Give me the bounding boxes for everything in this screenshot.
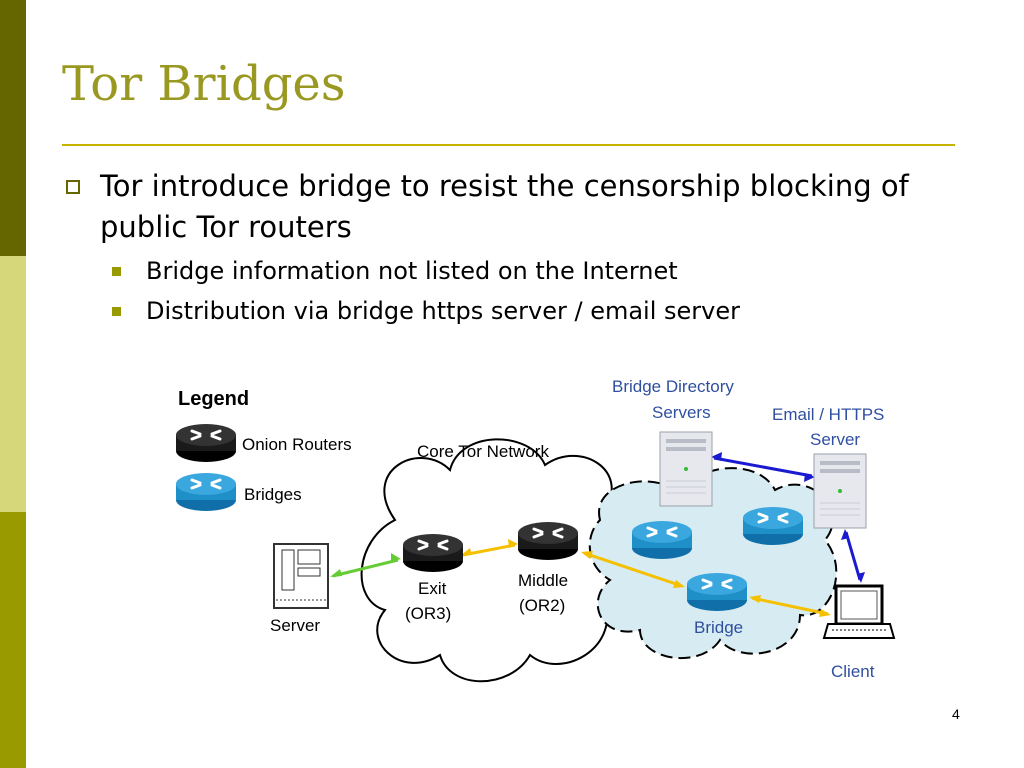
- main-bullet-text: Tor introduce bridge to resist the censo…: [100, 169, 909, 244]
- arrow-email-client: [841, 529, 865, 583]
- sub-bullet-2: Distribution via bridge https server / e…: [112, 296, 932, 326]
- bridge-directory-label-line2: Servers: [652, 403, 711, 422]
- middle-label-line1: Middle: [518, 571, 568, 590]
- legend-bridges-label: Bridges: [244, 485, 302, 504]
- web-server-icon: [273, 543, 329, 609]
- bridge-router-icon: [630, 519, 694, 561]
- client-label: Client: [831, 662, 875, 681]
- page-number: 4: [952, 706, 960, 722]
- core-network-cloud: [360, 438, 633, 683]
- arrow-server-exit: [330, 553, 401, 578]
- sub-bullet-1: Bridge information not listed on the Int…: [112, 256, 932, 286]
- slide-title: Tor Bridges: [62, 56, 346, 112]
- email-https-label-line1: Email / HTTPS: [772, 405, 884, 424]
- email-https-server-icon: [813, 453, 867, 529]
- middle-router-icon: [516, 520, 580, 562]
- sidebar-band-dark: [0, 0, 26, 256]
- square-bullet-icon: [112, 307, 121, 316]
- legend-onion-routers-label: Onion Routers: [242, 435, 352, 454]
- exit-label-line2: (OR3): [405, 604, 451, 623]
- hollow-square-bullet-icon: [66, 180, 80, 194]
- bridge-directory-label-line1: Bridge Directory: [612, 377, 734, 396]
- email-https-label-line2: Server: [810, 430, 860, 449]
- sub-bullet-text: Bridge information not listed on the Int…: [146, 257, 678, 285]
- bridge-legend-icon: [174, 471, 238, 513]
- title-rule: [62, 144, 955, 146]
- sub-bullet-text: Distribution via bridge https server / e…: [146, 297, 740, 325]
- arrow-directory-email: [711, 452, 815, 482]
- arrow-bridge-client: [749, 595, 831, 617]
- bridge-directory-server-icon: [659, 431, 713, 507]
- bridge-label: Bridge: [694, 618, 743, 637]
- bridge-router-icon: [685, 571, 749, 613]
- bridge-router-icon: [741, 505, 805, 547]
- sidebar-band-mid: [0, 512, 26, 768]
- core-network-label: Core Tor Network: [417, 442, 549, 461]
- legend-title: Legend: [178, 388, 249, 410]
- server-label: Server: [270, 616, 320, 635]
- laptop-icon: [822, 584, 896, 639]
- exit-router-icon: [401, 532, 465, 574]
- sidebar-band-light: [0, 256, 26, 512]
- middle-label-line2: (OR2): [519, 596, 565, 615]
- onion-router-legend-icon: [174, 422, 238, 464]
- arrow-middle-bridge: [581, 551, 685, 588]
- exit-label-line1: Exit: [418, 579, 447, 598]
- main-bullet: Tor introduce bridge to resist the censo…: [60, 166, 920, 248]
- square-bullet-icon: [112, 267, 121, 276]
